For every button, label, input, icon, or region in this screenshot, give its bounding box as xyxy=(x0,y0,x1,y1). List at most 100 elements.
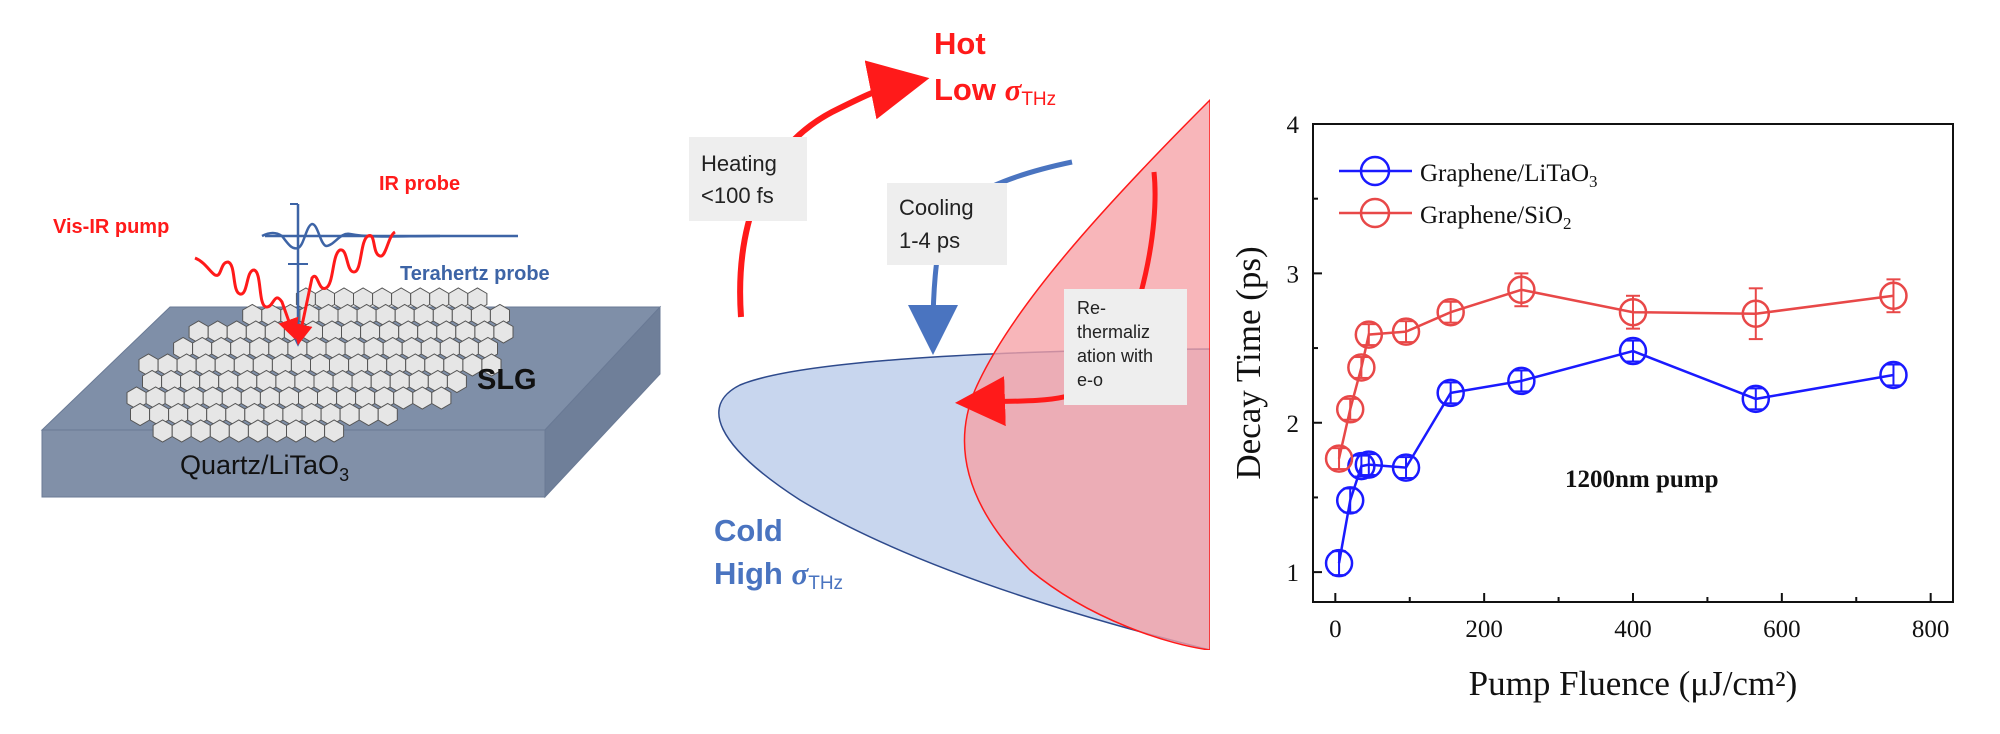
ir-probe-label: IR probe xyxy=(379,173,460,195)
y-tick-label: 3 xyxy=(1287,261,1300,288)
y-tick-label: 1 xyxy=(1287,560,1300,587)
substrate-label-base: Quartz/LiTaO xyxy=(180,450,339,480)
retherm-box-line1: Re- xyxy=(1077,298,1106,318)
x-tick-label: 400 xyxy=(1614,616,1652,643)
graphene-hex-cell xyxy=(152,419,173,443)
retherm-box-line3: ation with xyxy=(1077,346,1153,366)
graphene-hex-cell xyxy=(339,402,360,427)
x-axis-label: Pump Fluence (μJ/cm²) xyxy=(1469,664,1798,703)
graphene-lattice xyxy=(126,287,514,443)
data-point xyxy=(1391,453,1421,482)
cooling-box: Cooling 1-4 ps xyxy=(887,183,1007,265)
cooling-box-line1: Cooling xyxy=(899,195,974,220)
vis-ir-pump-pulse xyxy=(194,256,299,340)
ir-probe-pulse xyxy=(291,230,397,346)
cold-sigma-prefix: High xyxy=(714,556,792,591)
heating-arrow xyxy=(737,60,930,318)
graphene-hex-cell xyxy=(412,386,433,410)
legend-litao3-base: Graphene/LiTaO xyxy=(1420,160,1589,187)
data-point xyxy=(1335,486,1365,515)
data-point xyxy=(1436,297,1465,327)
data-point xyxy=(1354,450,1384,479)
legend-marker-litao3 xyxy=(1359,155,1391,187)
substrate-side-face xyxy=(544,305,661,499)
y-axis-label: Decay Time (ps) xyxy=(1229,246,1268,479)
hot-sigma-symbol: σ xyxy=(1005,72,1023,107)
graphene-hex-cell xyxy=(190,419,211,443)
cooling-box-line2: 1-4 ps xyxy=(899,228,960,253)
graphene-hex-cell xyxy=(493,320,514,344)
graphene-hex-cell xyxy=(477,336,498,361)
chart-legend: Graphene/LiTaO3 Graphene/SiO2 xyxy=(1339,155,1598,233)
substrate-label-subscript: 3 xyxy=(339,465,349,485)
data-point xyxy=(1347,353,1376,382)
graphene-hex-cell xyxy=(358,402,379,427)
data-point xyxy=(1436,378,1465,408)
x-tick-label: 600 xyxy=(1763,616,1801,643)
y-tick-label: 4 xyxy=(1287,112,1300,139)
cold-sigma-symbol: σ xyxy=(792,556,810,591)
data-point xyxy=(1618,297,1648,327)
data-point xyxy=(1324,548,1354,578)
chart-series xyxy=(1324,272,1908,578)
data-point xyxy=(1507,275,1536,305)
graphene-hex-cell xyxy=(481,353,502,377)
graphene-hex-cell xyxy=(266,419,287,443)
graphene-hex-cell xyxy=(446,369,467,394)
data-point xyxy=(1507,366,1536,396)
series-line xyxy=(1337,288,1894,459)
legend-litao3-sub: 3 xyxy=(1589,172,1598,191)
graphene-hex-cell xyxy=(130,402,151,427)
data-point xyxy=(1354,320,1384,349)
graphene-hex-cell xyxy=(247,419,268,443)
legend-label-sio2: Graphene/SiO2 xyxy=(1420,202,1572,233)
graphene-hex-cell xyxy=(431,386,452,410)
terahertz-probe-waveform xyxy=(261,222,441,250)
legend-label-litao3: Graphene/LiTaO3 xyxy=(1420,160,1598,191)
graphene-hex-cell xyxy=(467,287,488,311)
cold-label: Cold xyxy=(714,513,783,548)
data-point xyxy=(1879,281,1908,311)
terahertz-probe-tick xyxy=(288,203,308,265)
graphene-hex-cell xyxy=(228,419,249,443)
data-point xyxy=(1618,336,1648,366)
y-tick-label: 2 xyxy=(1287,411,1300,438)
hot-sigma-prefix: Low xyxy=(934,72,1005,107)
data-point xyxy=(1335,395,1365,424)
data-point xyxy=(1324,444,1354,473)
hot-sigma-label: Low σTHz xyxy=(934,72,1056,110)
retherm-box-line2: thermaliz xyxy=(1077,322,1150,342)
left-panel-schematic: Vis-IR pump IR probe Terahertz probe SLG… xyxy=(40,173,662,499)
x-tick-label: 800 xyxy=(1912,616,1950,643)
series-graphene-sio2 xyxy=(1324,272,1908,473)
cold-sigma-label: High σTHz xyxy=(714,556,843,594)
data-point xyxy=(1741,384,1771,414)
legend-sio2-base: Graphene/SiO xyxy=(1420,202,1563,229)
chart-annotation: 1200nm pump xyxy=(1565,466,1719,493)
substrate-label: Quartz/LiTaO3 xyxy=(180,450,349,485)
data-point xyxy=(1741,299,1771,328)
hot-label: Hot xyxy=(934,26,986,61)
series-line xyxy=(1337,349,1894,564)
terahertz-probe-label: Terahertz probe xyxy=(400,263,550,285)
data-point xyxy=(1879,360,1908,390)
data-point xyxy=(1391,317,1421,346)
x-tick-label: 0 xyxy=(1329,616,1342,643)
graphene-hex-cell xyxy=(324,419,345,443)
slg-label: SLG xyxy=(477,364,537,396)
graphene-hex-cell xyxy=(489,303,510,328)
retherm-box-line4: e-o xyxy=(1077,370,1103,390)
graphene-hex-cell xyxy=(305,419,326,443)
series-graphene-litao3 xyxy=(1324,336,1908,578)
middle-panel-diagram: Heating <100 fs Cooling 1-4 ps Re- therm… xyxy=(689,26,1210,650)
heating-box-line2: <100 fs xyxy=(701,183,774,208)
graphene-hex-cell xyxy=(286,419,306,443)
graphene-hex-cell xyxy=(393,386,414,410)
heating-box: Heating <100 fs xyxy=(689,137,807,221)
rethermalization-box: Re- thermaliz ation with e-o xyxy=(1064,289,1187,405)
graphene-hex-cell xyxy=(209,419,230,443)
legend-marker-sio2 xyxy=(1359,197,1391,229)
